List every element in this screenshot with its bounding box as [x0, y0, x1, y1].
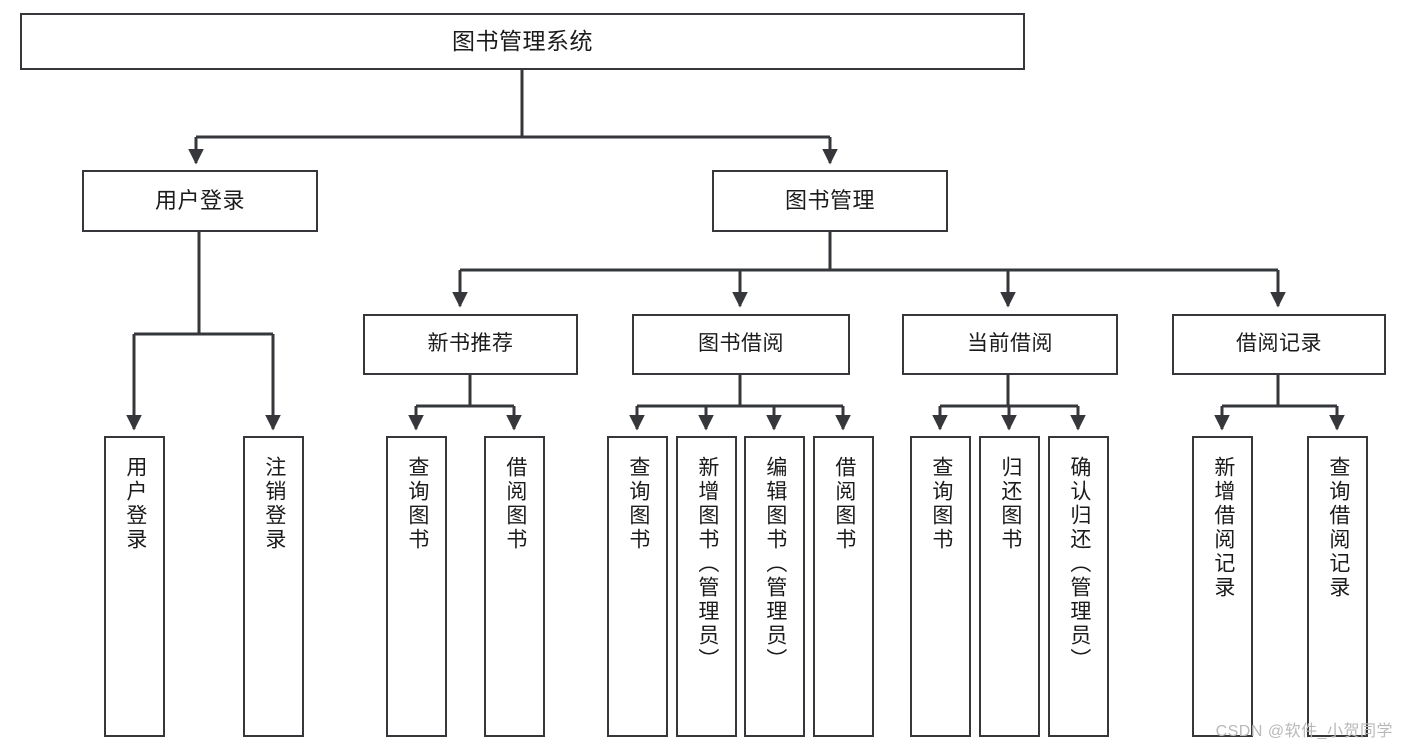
node-new-book-recommend[interactable]: 新书推荐: [363, 314, 578, 375]
node-label: 编辑图书（管理员）: [763, 456, 787, 672]
node-label: 图书借阅: [698, 332, 784, 356]
leaf-borrow-book-new[interactable]: 借阅图书: [484, 436, 545, 737]
node-label: 新增借阅记录: [1211, 456, 1235, 600]
leaf-borrow-book[interactable]: 借阅图书: [813, 436, 874, 737]
node-label: 注销登录: [262, 456, 286, 552]
node-label: 用户登录: [154, 188, 245, 214]
node-label: 图书管理系统: [452, 28, 593, 55]
node-user-login[interactable]: 用户登录: [82, 170, 318, 232]
leaf-search-book-borrow[interactable]: 查询图书: [607, 436, 668, 737]
leaf-edit-book-admin[interactable]: 编辑图书（管理员）: [744, 436, 805, 737]
leaf-return-book[interactable]: 归还图书: [979, 436, 1040, 737]
node-current-borrow[interactable]: 当前借阅: [902, 314, 1118, 375]
leaf-search-book-new[interactable]: 查询图书: [386, 436, 447, 737]
node-label: 当前借阅: [967, 332, 1053, 356]
leaf-confirm-return-admin[interactable]: 确认归还（管理员）: [1048, 436, 1109, 737]
leaf-logout[interactable]: 注销登录: [243, 436, 304, 737]
node-label: 图书管理: [784, 188, 875, 214]
leaf-search-borrow-record[interactable]: 查询借阅记录: [1307, 436, 1368, 737]
node-label: 查询图书: [929, 456, 953, 552]
node-label: 新增图书（管理员）: [695, 456, 719, 672]
node-label: 借阅记录: [1236, 332, 1322, 356]
node-label: 借阅图书: [832, 456, 856, 552]
node-borrow-record[interactable]: 借阅记录: [1172, 314, 1386, 375]
leaf-user-login[interactable]: 用户登录: [104, 436, 165, 737]
csdn-watermark: CSDN @软件_小贺同学: [1215, 723, 1393, 740]
node-label: 借阅图书: [503, 456, 527, 552]
node-label: 新书推荐: [427, 332, 514, 356]
leaf-search-book-current[interactable]: 查询图书: [910, 436, 971, 737]
node-book-borrow[interactable]: 图书借阅: [632, 314, 850, 375]
node-label: 查询图书: [626, 456, 650, 552]
node-label: 查询借阅记录: [1326, 456, 1350, 600]
node-label: 确认归还（管理员）: [1067, 456, 1091, 672]
leaf-add-borrow-record[interactable]: 新增借阅记录: [1192, 436, 1253, 737]
node-root-book-management-system[interactable]: 图书管理系统: [20, 13, 1025, 70]
node-label: 用户登录: [123, 456, 147, 552]
leaf-add-book-admin[interactable]: 新增图书（管理员）: [676, 436, 737, 737]
node-book-management[interactable]: 图书管理: [712, 170, 948, 232]
node-label: 查询图书: [405, 456, 429, 552]
node-label: 归还图书: [998, 456, 1022, 552]
